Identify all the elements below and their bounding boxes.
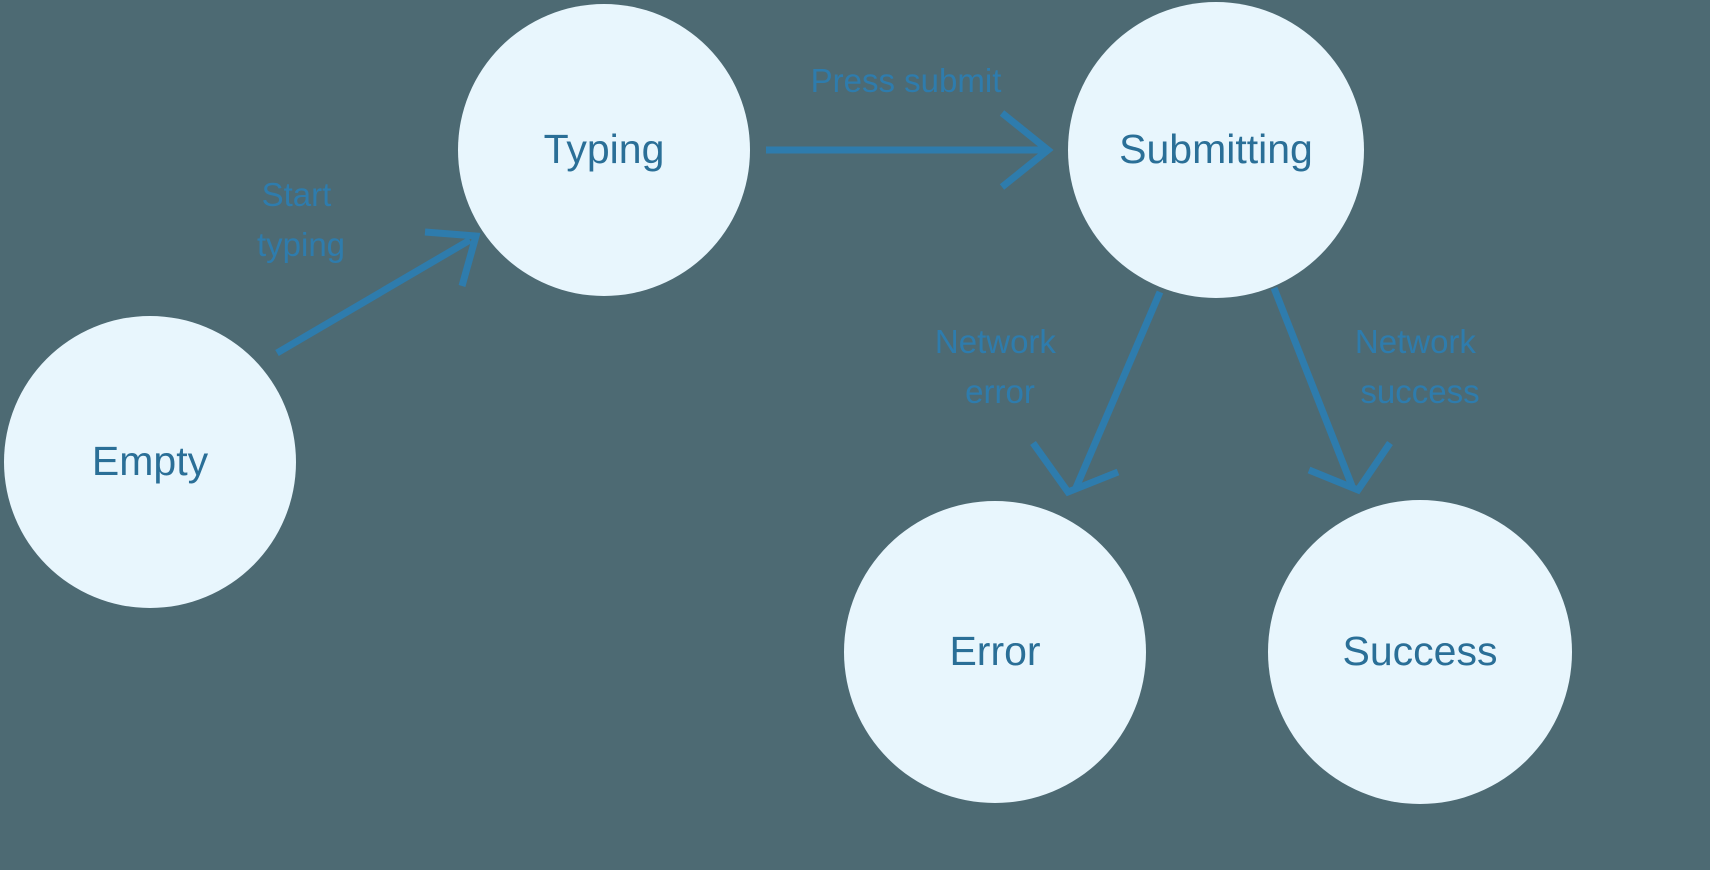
state-node-empty-circle[interactable] xyxy=(4,316,296,608)
edge-typing-to-submitting-arrowhead xyxy=(999,110,1054,190)
state-node-empty-label: Empty xyxy=(92,438,209,484)
state-node-success-circle[interactable] xyxy=(1268,500,1572,804)
edge-empty-to-typing-label-line-2: typing xyxy=(257,226,345,263)
edge-submitting-to-success: Network success xyxy=(1270,286,1485,495)
state-node-submitting[interactable]: Submitting xyxy=(1068,2,1364,298)
edge-submitting-to-success-arrowhead xyxy=(1307,441,1393,495)
edge-empty-to-typing: Start typing xyxy=(257,176,481,357)
edge-submitting-to-error-label-line-2: error xyxy=(965,373,1035,410)
edge-submitting-to-success-line xyxy=(1270,286,1356,488)
edge-empty-to-typing-label: Start typing xyxy=(257,176,345,263)
state-node-submitting-label: Submitting xyxy=(1119,126,1313,172)
state-node-typing-circle[interactable] xyxy=(458,4,750,296)
state-node-error[interactable]: Error xyxy=(844,501,1146,803)
edge-empty-to-typing-line xyxy=(275,236,472,357)
state-node-success[interactable]: Success xyxy=(1268,500,1572,804)
state-node-typing-label: Typing xyxy=(544,126,665,172)
edge-submitting-to-error-label: Network error xyxy=(935,323,1065,410)
edge-typing-to-submitting-label-line-1: Press submit xyxy=(811,62,1002,99)
edge-empty-to-typing-label-line-1: Start xyxy=(262,176,332,213)
edge-submitting-to-success-label-line-2: success xyxy=(1360,373,1479,410)
edge-submitting-to-error-arrowhead xyxy=(1030,440,1120,497)
edge-submitting-to-success-label-line-1: Network xyxy=(1355,323,1477,360)
edge-submitting-to-error: Network error xyxy=(935,290,1164,497)
edge-submitting-to-success-label: Network success xyxy=(1355,323,1485,410)
state-node-error-circle[interactable] xyxy=(844,501,1146,803)
edge-submitting-to-error-label-line-1: Network xyxy=(935,323,1057,360)
state-node-empty[interactable]: Empty xyxy=(4,316,296,608)
edge-typing-to-submitting: Press submit xyxy=(766,62,1054,190)
state-node-error-label: Error xyxy=(949,628,1040,674)
state-node-success-label: Success xyxy=(1343,628,1498,674)
state-node-submitting-circle[interactable] xyxy=(1068,2,1364,298)
edge-typing-to-submitting-label: Press submit xyxy=(811,62,1002,99)
state-node-typing[interactable]: Typing xyxy=(458,4,750,296)
edge-empty-to-typing-arrowhead xyxy=(424,228,481,287)
edge-submitting-to-error-line xyxy=(1071,290,1164,492)
